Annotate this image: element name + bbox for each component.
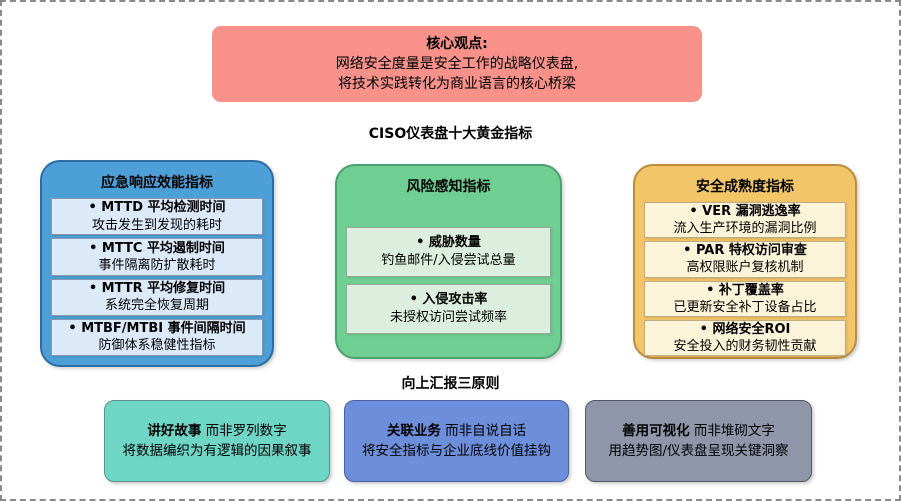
metric-term: • 补丁覆盖率 xyxy=(706,282,784,298)
metric-desc: 攻击发生到发现的耗时 xyxy=(91,217,222,233)
metric-item: • 威胁数量 钓鱼邮件/入侵尝试总量 xyxy=(346,226,551,277)
principle-link-business: 关联业务 而非自说自话 将安全指标与企业底线价值挂钩 xyxy=(344,400,569,482)
principle-contrast: 而非堆砌文字 xyxy=(689,422,775,439)
principle-headline: 善用可视化 而非堆砌文字 xyxy=(622,421,775,441)
metric-desc: 事件隔离防扩散耗时 xyxy=(98,257,216,273)
core-viewpoint-line1: 网络安全度量是安全工作的战略仪表盘, xyxy=(335,55,579,72)
column-risk-awareness-metrics: 风险感知指标 • 威胁数量 钓鱼邮件/入侵尝试总量 • 入侵攻击率 未授权访问尝… xyxy=(335,164,562,359)
column-security-maturity-metrics: 安全成熟度指标 • VER 漏洞逃逸率 流入生产环境的漏洞比例 • PAR 特权… xyxy=(633,164,857,359)
principle-contrast: 而非自说自话 xyxy=(440,422,527,439)
metric-term: • MTBF/MTBI 事件间隔时间 xyxy=(68,321,246,337)
column-incident-response-metrics: 应急响应效能指标 • MTTD 平均检测时间 攻击发生到发现的耗时 • MTTC… xyxy=(40,160,274,367)
core-viewpoint-box: 核心观点: 网络安全度量是安全工作的战略仪表盘, 将技术实践转化为商业语言的核心… xyxy=(212,26,702,102)
metric-desc: 未授权访问尝试频率 xyxy=(389,309,507,325)
metric-item: • PAR 特权访问审查 高权限账户复核机制 xyxy=(644,241,846,278)
metric-desc: 已更新安全补丁设备占比 xyxy=(673,299,817,315)
metric-term: • PAR 特权访问审查 xyxy=(683,243,807,259)
metric-term: • MTTR 平均修复时间 xyxy=(88,280,226,296)
metric-item: • VER 漏洞逃逸率 流入生产环境的漏洞比例 xyxy=(644,202,846,239)
metric-desc: 防御体系稳健性指标 xyxy=(98,338,216,354)
principle-headline: 讲好故事 而非罗列数字 xyxy=(147,421,286,441)
metric-term: • VER 漏洞逃逸率 xyxy=(689,204,801,219)
principle-desc: 将安全指标与企业底线价值挂钩 xyxy=(362,443,551,459)
principle-tell-story: 讲好故事 而非罗列数字 将数据编织为有逻辑的因果叙事 xyxy=(104,400,330,482)
metric-item: • 入侵攻击率 未授权访问尝试频率 xyxy=(346,283,551,334)
metric-item: • MTTC 平均遏制时间 事件隔离防扩散耗时 xyxy=(51,238,263,276)
section-label-golden-metrics: CISO仪表盘十大黄金指标 xyxy=(368,126,533,142)
principle-keyword: 善用可视化 xyxy=(622,422,690,439)
metric-desc: 流入生产环境的漏洞比例 xyxy=(673,221,817,237)
metric-item-list: • VER 漏洞逃逸率 流入生产环境的漏洞比例 • PAR 特权访问审查 高权限… xyxy=(644,202,846,357)
metric-item: • 补丁覆盖率 已更新安全补丁设备占比 xyxy=(644,280,846,317)
metric-desc: 钓鱼邮件/入侵尝试总量 xyxy=(381,252,516,268)
principle-desc: 将数据编织为有逻辑的因果叙事 xyxy=(122,443,312,459)
metric-item-list: • MTTD 平均检测时间 攻击发生到发现的耗时 • MTTC 平均遏制时间 事… xyxy=(51,198,263,356)
principle-desc: 用趋势图/仪表盘呈现关键洞察 xyxy=(608,443,789,459)
principle-contrast: 而非罗列数字 xyxy=(201,422,287,439)
column-title: 应急响应效能指标 xyxy=(101,175,213,191)
metric-term: • MTTD 平均检测时间 xyxy=(88,200,226,216)
column-title: 风险感知指标 xyxy=(406,179,491,195)
metric-item: • 网络安全ROI 安全投入的财务韧性贡献 xyxy=(644,319,846,357)
principle-use-visualization: 善用可视化 而非堆砌文字 用趋势图/仪表盘呈现关键洞察 xyxy=(585,400,812,482)
metric-term: • MTTC 平均遏制时间 xyxy=(89,240,225,256)
column-title: 安全成熟度指标 xyxy=(696,179,794,195)
metric-term: • 网络安全ROI xyxy=(699,321,791,337)
core-viewpoint-line2: 将技术实践转化为商业语言的核心桥梁 xyxy=(338,76,576,93)
core-viewpoint-title: 核心观点: xyxy=(426,35,488,52)
metric-term: • 入侵攻击率 xyxy=(409,292,488,308)
principle-keyword: 关联业务 xyxy=(386,422,441,439)
metric-desc: 高权限账户复核机制 xyxy=(686,260,804,276)
principle-headline: 关联业务 而非自说自话 xyxy=(387,421,526,441)
metric-desc: 安全投入的财务韧性贡献 xyxy=(673,339,817,355)
principle-keyword: 讲好故事 xyxy=(147,422,202,439)
section-label-reporting-principles: 向上汇报三原则 xyxy=(401,376,500,392)
metric-item: • MTTD 平均检测时间 攻击发生到发现的耗时 xyxy=(51,198,263,236)
metric-item: • MTTR 平均修复时间 系统完全恢复周期 xyxy=(51,278,263,316)
metric-desc: 系统完全恢复周期 xyxy=(104,298,209,314)
metric-item: • MTBF/MTBI 事件间隔时间 防御体系稳健性指标 xyxy=(51,318,263,356)
metric-item-list: • 威胁数量 钓鱼邮件/入侵尝试总量 • 入侵攻击率 未授权访问尝试频率 xyxy=(346,202,551,348)
metric-term: • 威胁数量 xyxy=(416,235,481,251)
